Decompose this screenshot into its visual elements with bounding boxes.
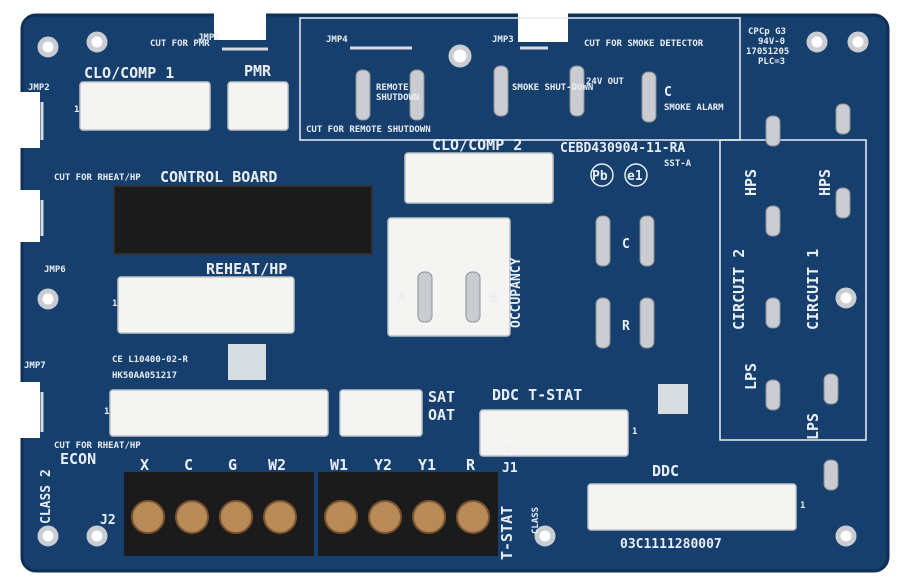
label-hps-circuit-2: HPS <box>742 169 760 196</box>
label-shutdown: SHUTDOWN <box>376 93 419 103</box>
pcb-notch <box>518 10 568 42</box>
clo-comp-2-connector <box>404 152 554 204</box>
label-b: B <box>490 291 498 306</box>
label-date-code: 17051205 <box>746 47 789 57</box>
pcb-notch <box>214 10 266 40</box>
label-pin-1-ddc: 1 <box>800 501 805 511</box>
label-a: A <box>398 291 406 306</box>
label-sat: SAT <box>428 388 455 406</box>
terminal-label-x: X <box>140 456 149 474</box>
label-circuit-1: CIRCUIT 1 <box>804 249 822 330</box>
label-lps-circuit-2: LPS <box>742 363 760 390</box>
label-jmp3: JMP3 <box>492 35 514 45</box>
pcb-notch <box>18 92 40 148</box>
label-pin-1-tstat: 1 <box>632 427 637 437</box>
label-class-small: CLASS <box>531 507 541 534</box>
label-cut-for-rheat-hp: CUT FOR RHEAT/HP <box>54 173 141 183</box>
label-part-number: CEBD430904-11-RA <box>560 141 685 156</box>
terminal-label-r: R <box>466 456 476 474</box>
label-lps-circuit-1: LPS <box>804 413 822 440</box>
label-pin-1-clo1: 1 <box>74 105 79 115</box>
label-ddc-tstat: DDC T-STAT <box>492 386 582 404</box>
label-smoke-alarm: SMOKE ALARM <box>664 103 724 113</box>
terminal-label-g: G <box>228 456 237 474</box>
label-clo-comp-2: CLO/COMP 2 <box>432 136 522 154</box>
terminal-label-c: C <box>184 456 193 474</box>
label-c-smoke: C <box>664 85 672 100</box>
label-94v0: 94V-0 <box>758 37 785 47</box>
label-clo-comp-1: CLO/COMP 1 <box>84 64 174 82</box>
label-jmp1: JMP1 <box>198 33 220 43</box>
clo-comp-1-connector <box>79 81 211 131</box>
pb-mark-circle <box>590 163 614 187</box>
label-c-occupancy: C <box>622 237 630 252</box>
ddc-connector <box>587 483 797 531</box>
spade-pads <box>355 65 851 491</box>
label-cut-for-rheat-hp-2: CUT FOR RHEAT/HP <box>54 441 141 451</box>
terminal-label-w1: W1 <box>330 456 348 474</box>
label-r: R <box>622 319 630 334</box>
label-econ: ECON <box>60 450 96 468</box>
label-serial: HK50AA051217 <box>112 371 177 381</box>
label-cut-for-remote-shutdown: CUT FOR REMOTE SHUTDOWN <box>306 125 431 135</box>
terminal-label-w2: W2 <box>268 456 286 474</box>
reheat-hp-connector <box>117 276 295 334</box>
label-pb: Pb <box>592 169 608 184</box>
data-matrix-code <box>658 384 688 414</box>
control-board-header <box>113 185 373 255</box>
label-t-stat: T-STAT <box>498 506 516 560</box>
label-j2: J2 <box>100 513 116 528</box>
label-ce-code: CE L10400-02-R <box>112 355 188 365</box>
label-cut-for-pmr: CUT FOR PMR <box>150 39 210 49</box>
label-class-2: CLASS 2 <box>39 469 54 524</box>
sat-oat-connector <box>339 389 423 437</box>
label-bottom-code: 03C1111280007 <box>620 537 722 552</box>
label-ddc: DDC <box>652 462 679 480</box>
data-matrix-code <box>228 344 266 380</box>
label-jmp6: JMP6 <box>44 265 66 275</box>
label-hps-circuit-1: HPS <box>816 169 834 196</box>
terminal-screws <box>131 500 490 534</box>
label-pin-1-econ: 1 <box>104 407 109 417</box>
label-reheat-hp: REHEAT/HP <box>206 260 287 278</box>
label-pin-2: 2 <box>506 445 511 455</box>
label-e1: e1 <box>627 169 643 184</box>
label-j1: J1 <box>502 461 518 476</box>
e1-mark-circle <box>624 163 648 187</box>
shutdown-outline <box>299 17 741 141</box>
econ-connector <box>109 389 329 437</box>
label-smoke-shutdown: SMOKE SHUT-DOWN <box>512 83 593 93</box>
label-cut-for-smoke-detector: CUT FOR SMOKE DETECTOR <box>584 39 704 49</box>
label-pin-1-reheat: 1 <box>112 299 117 309</box>
circuit-outline <box>719 139 867 441</box>
label-remote: REMOTE <box>376 83 409 93</box>
label-jmp2: JMP2 <box>28 83 50 93</box>
label-occupancy: OCCUPANCY <box>509 257 524 328</box>
pcb-notch <box>18 382 40 438</box>
pmr-connector <box>227 81 289 131</box>
label-circuit-2: CIRCUIT 2 <box>730 249 748 330</box>
label-plc: PLC=3 <box>758 57 785 67</box>
label-jmp4: JMP4 <box>326 35 348 45</box>
terminal-label-y1: Y1 <box>418 456 436 474</box>
label-sst: SST-A <box>664 159 692 169</box>
pcb-notch <box>18 190 40 242</box>
label-jmp7: JMP7 <box>24 361 46 371</box>
ddc-tstat-connector <box>479 409 629 457</box>
label-cpcp: CPCp G3 <box>748 27 786 37</box>
terminal-label-y2: Y2 <box>374 456 392 474</box>
label-oat: OAT <box>428 406 455 424</box>
label-control-board: CONTROL BOARD <box>160 168 277 186</box>
label-pmr: PMR <box>244 62 272 80</box>
occupancy-cutter-pad <box>387 217 511 337</box>
mounting-holes <box>37 31 869 547</box>
label-24v-out: 24V OUT <box>586 77 625 87</box>
